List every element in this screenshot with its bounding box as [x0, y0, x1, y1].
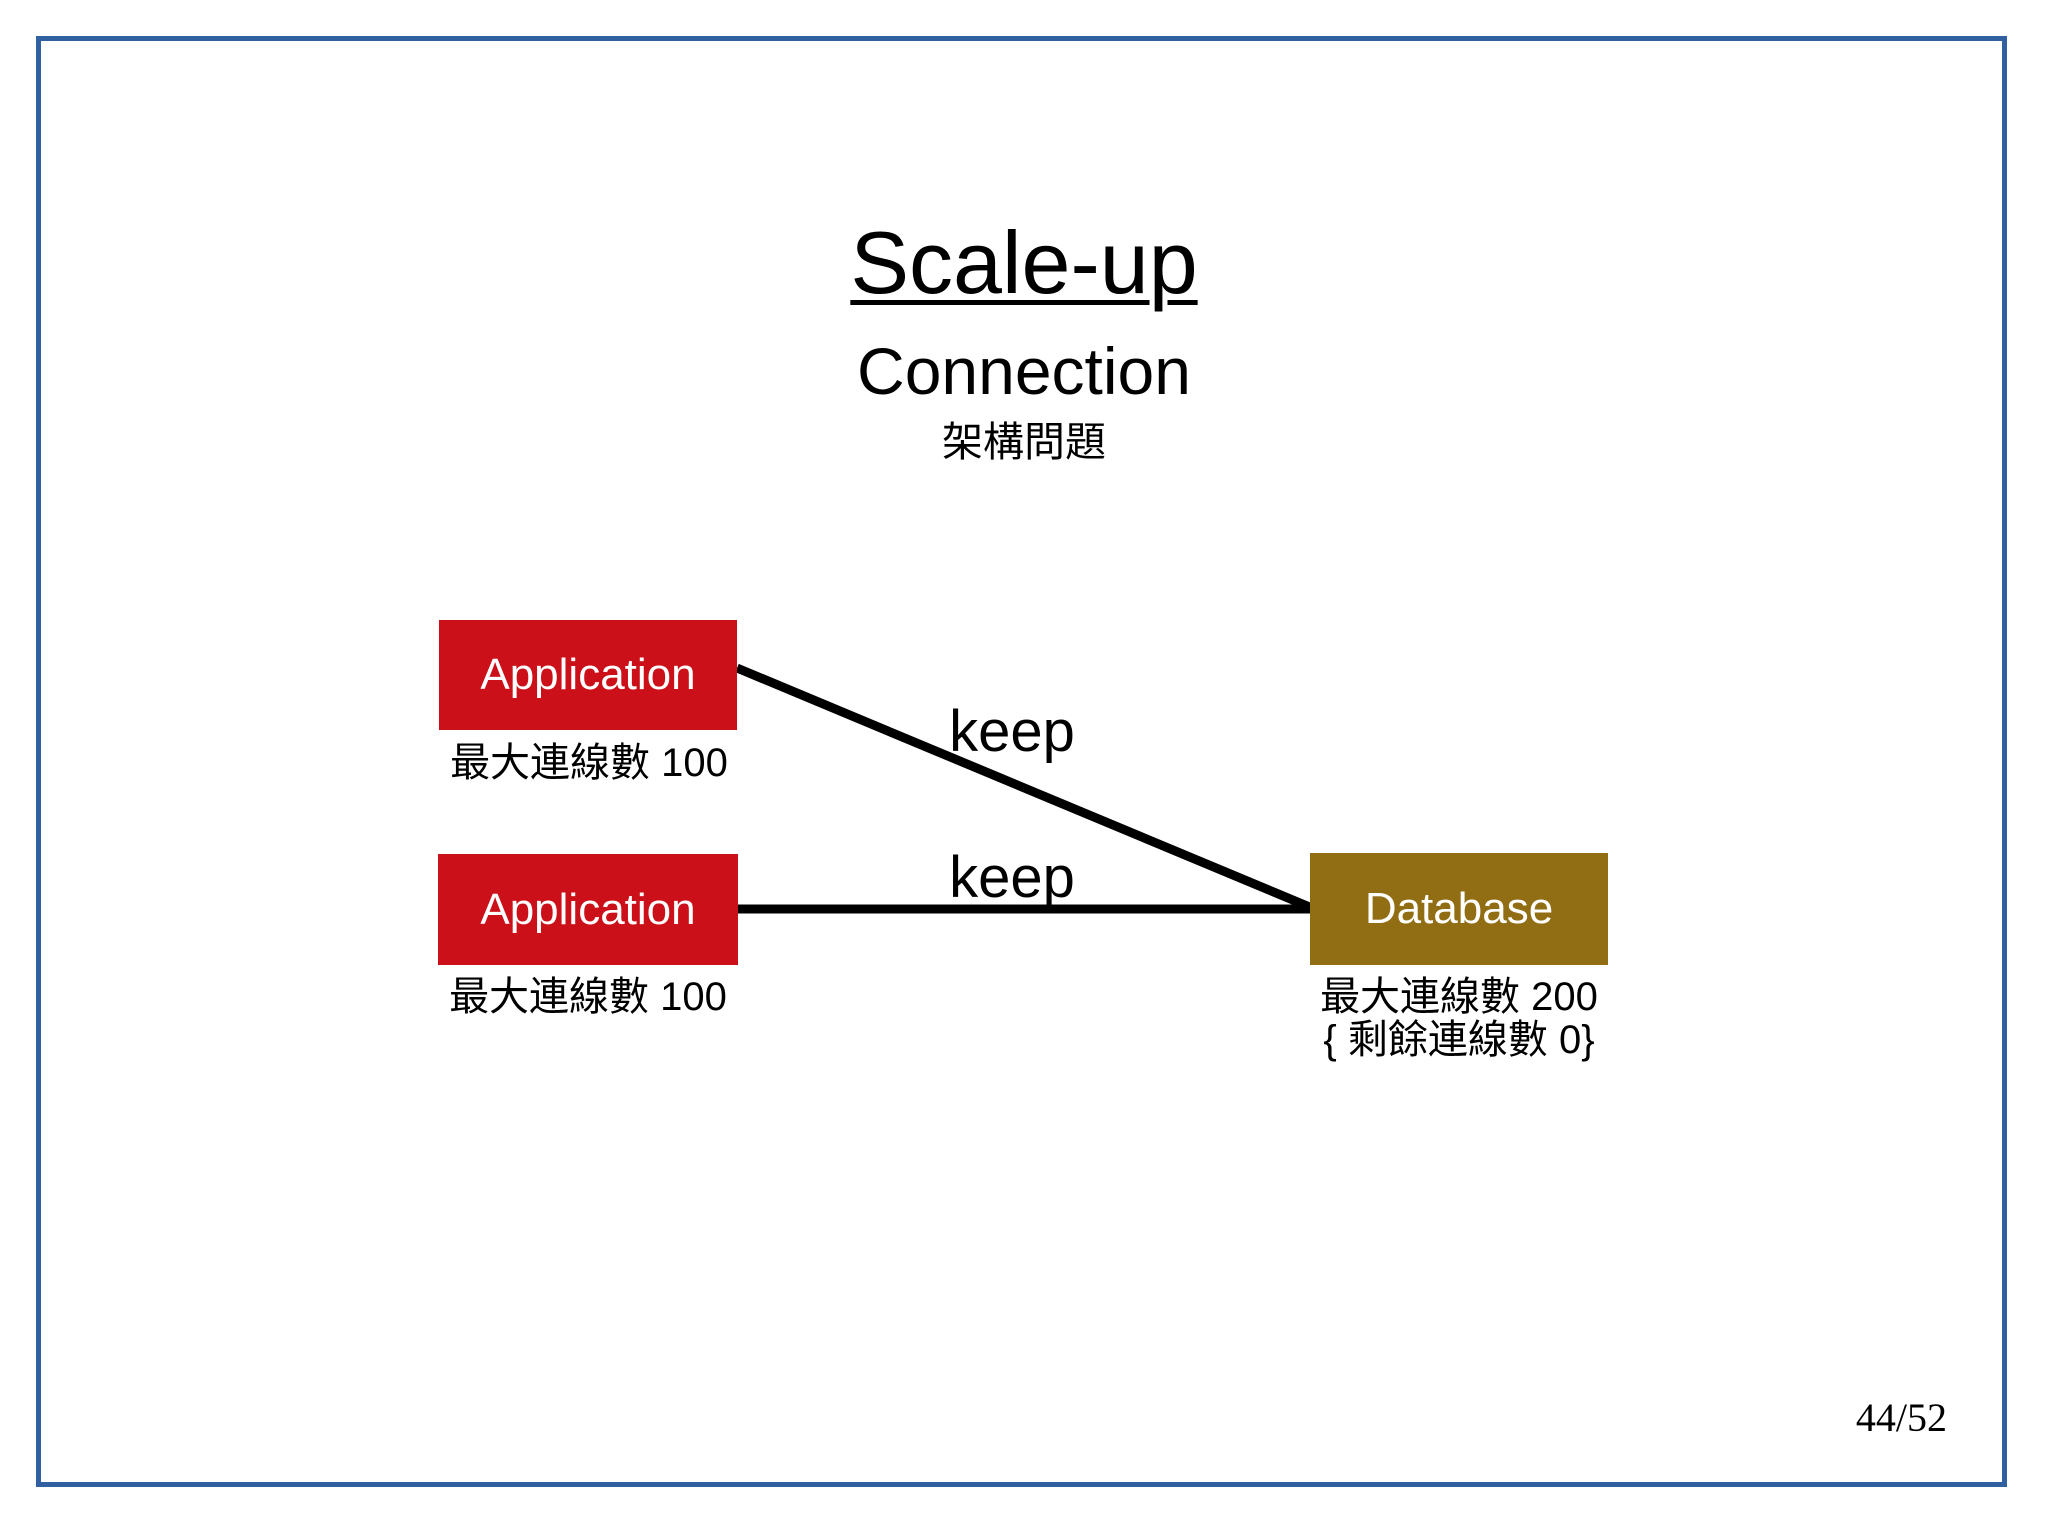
application-box-1-label: Application — [480, 650, 696, 699]
slide-title: Scale-up — [0, 212, 2048, 314]
database-caption-max-connections: 最大連線數 200 — [1320, 975, 1598, 1019]
database-box-label: Database — [1364, 884, 1554, 933]
connection-line-app1-db — [735, 663, 1314, 913]
edge-label-keep-1: keep — [949, 699, 1075, 764]
application-box-2: Application — [438, 854, 738, 965]
slide-subtitle-cjk: 架構問題 — [942, 419, 1106, 465]
slide-title-text: Scale-up — [850, 213, 1198, 312]
database-box: Database — [1310, 853, 1608, 965]
page-number: 44/52 — [1855, 1395, 1947, 1440]
application-box-1: Application — [439, 620, 737, 730]
application-box-2-caption: 最大連線數 100 — [449, 975, 727, 1019]
edge-label-keep-2: keep — [949, 845, 1075, 910]
slide-subtitle: Connection — [857, 334, 1191, 408]
application-box-1-caption: 最大連線數 100 — [450, 741, 728, 785]
slide-border — [36, 36, 2007, 1487]
database-box-caption: 最大連線數 200 { 剩餘連線數 0} — [1259, 976, 1659, 1062]
database-caption-remaining-connections: { 剩餘連線數 0} — [1323, 1018, 1595, 1062]
application-box-2-label: Application — [480, 884, 696, 934]
